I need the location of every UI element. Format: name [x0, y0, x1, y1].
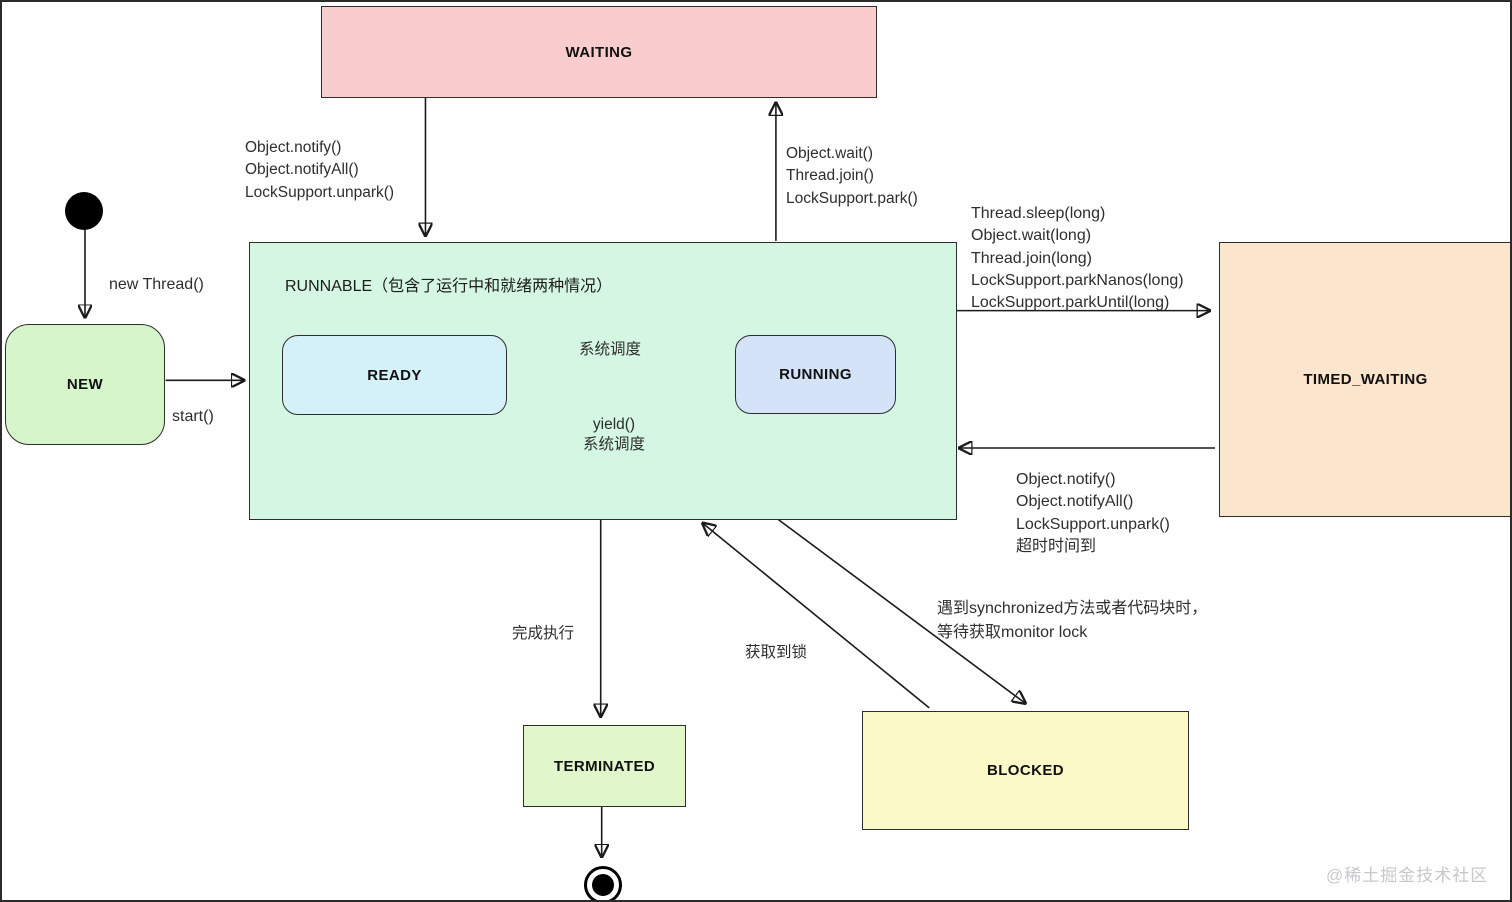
initial-state-icon	[65, 192, 103, 230]
state-terminated: TERMINATED	[523, 725, 686, 807]
label-ready-to-running: 系统调度	[579, 341, 642, 358]
label-blocked-to-runnable: 获取到锁	[745, 644, 808, 661]
state-waiting: WAITING	[321, 6, 877, 98]
label-running-to-ready: yield() 系统调度	[582, 416, 645, 453]
state-timed-waiting-label: TIMED_WAITING	[1303, 371, 1428, 388]
label-initial-to-new: new Thread()	[109, 276, 204, 293]
state-new: NEW	[5, 324, 165, 445]
label-runnable-to-terminated: 完成执行	[512, 625, 575, 642]
label-timed-waiting-to-runnable: Object.notify() Object.notifyAll() LockS…	[1016, 471, 1170, 555]
label-waiting-to-runnable: Object.notify() Object.notifyAll() LockS…	[245, 139, 395, 201]
label-new-to-runnable: start()	[172, 408, 214, 425]
state-terminated-label: TERMINATED	[553, 757, 656, 775]
state-ready-label: READY	[367, 366, 422, 384]
state-blocked-label: BLOCKED	[987, 762, 1064, 779]
state-waiting-label: WAITING	[565, 43, 633, 61]
edge-blocked-to-runnable	[703, 524, 930, 709]
label-runnable-to-timed-waiting: Thread.sleep(long) Object.wait(long) Thr…	[971, 205, 1184, 312]
state-new-label: NEW	[66, 376, 104, 393]
label-runnable-to-blocked: 遇到synchronized方法或者代码块时， 等待获取monitor lock	[937, 600, 1208, 641]
final-state-icon	[584, 866, 622, 900]
state-ready: READY	[282, 335, 507, 415]
watermark: @稀土掘金技术社区	[1326, 866, 1489, 885]
state-running-label: RUNNING	[779, 366, 852, 383]
state-timed-waiting: TIMED_WAITING	[1219, 242, 1510, 517]
state-blocked: BLOCKED	[862, 711, 1189, 830]
state-runnable-label: RUNNABLE（包含了运行中和就绪两种情况）	[285, 278, 613, 295]
final-state-inner-dot	[592, 874, 614, 896]
label-runnable-to-waiting: Object.wait() Thread.join() LockSupport.…	[786, 145, 918, 207]
state-running: RUNNING	[735, 335, 896, 414]
